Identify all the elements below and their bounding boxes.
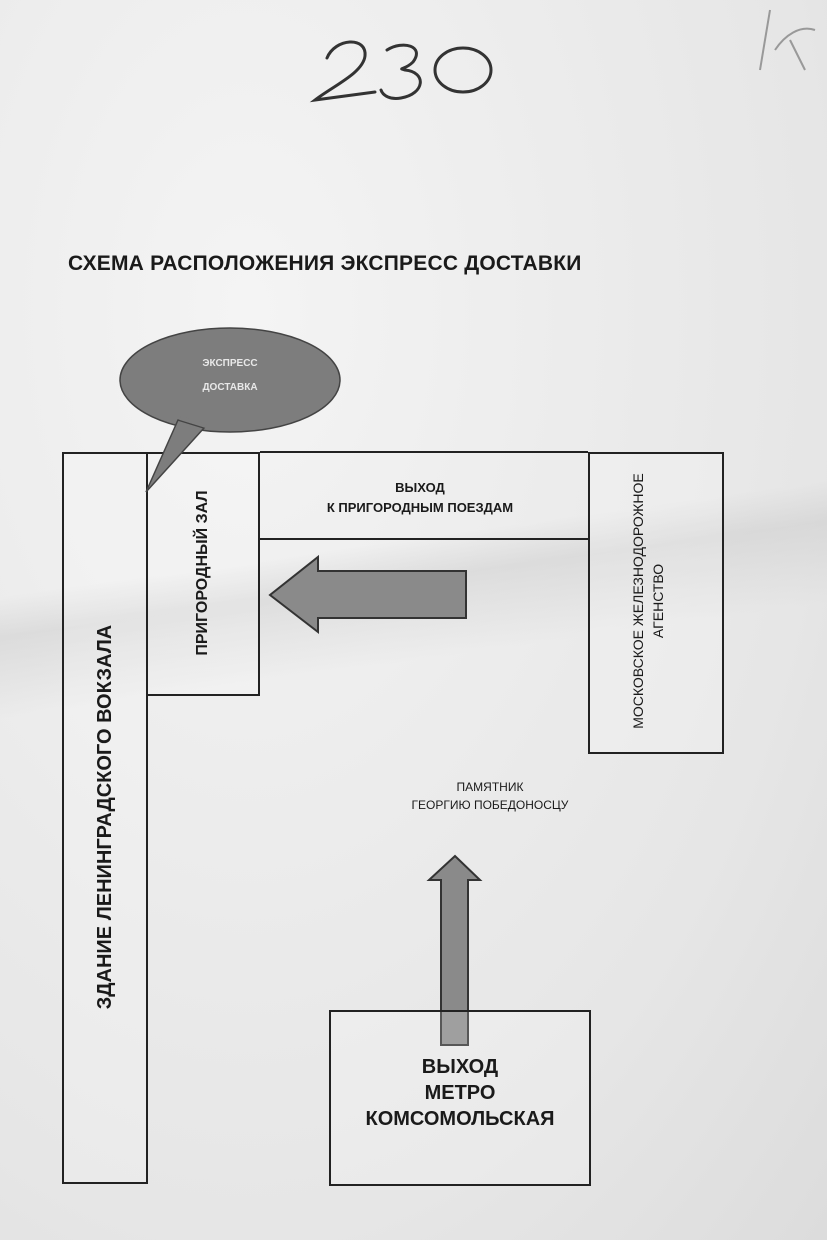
callout-bubble <box>119 327 341 433</box>
exit-trains-line2: К ПРИГОРОДНЫМ ПОЕЗДАМ <box>326 500 514 515</box>
moscow-railway-agency <box>588 452 724 754</box>
callout-text: ЭКСПРЕСС ДОСТАВКА <box>180 352 280 400</box>
suburban-hall <box>146 452 260 696</box>
leningradsky-station-building <box>62 452 148 1184</box>
callout-line2: ДОСТАВКА <box>202 382 258 393</box>
exit-trains-line1: ВЫХОД <box>395 480 445 495</box>
metro-exit-line3: КОМСОМОЛЬСКАЯ <box>365 1108 555 1130</box>
metro-exit-label: ВЫХОД МЕТРО КОМСОМОЛЬСКАЯ <box>329 1054 591 1132</box>
callout-line1: ЭКСПРЕСС <box>202 358 258 369</box>
arrow-up-to-monument <box>426 854 483 1046</box>
monument-line1: ПАМЯТНИК <box>456 780 524 794</box>
metro-exit-box <box>329 1010 591 1186</box>
exit-to-trains-label: ВЫХОД К ПРИГОРОДНЫМ ПОЕЗДАМ <box>290 478 550 518</box>
metro-exit-line2: МЕТРО <box>424 1082 496 1104</box>
metro-exit-line1: ВЫХОД <box>421 1056 499 1078</box>
handwritten-page-number: 230 <box>309 40 493 103</box>
monument-line2: ГЕОРГИЮ ПОБЕДОНОСЦУ <box>411 798 569 812</box>
diagram-title: СХЕМА РАСПОЛОЖЕНИЯ ЭКСПРЕСС ДОСТАВКИ <box>68 252 582 275</box>
callout-pointer <box>145 419 206 493</box>
arrow-left-to-suburban-hall <box>268 554 467 635</box>
monument-label: ПАМЯТНИК ГЕОРГИЮ ПОБЕДОНОСЦУ <box>360 778 620 814</box>
corner-handwritten-mark <box>759 9 816 71</box>
